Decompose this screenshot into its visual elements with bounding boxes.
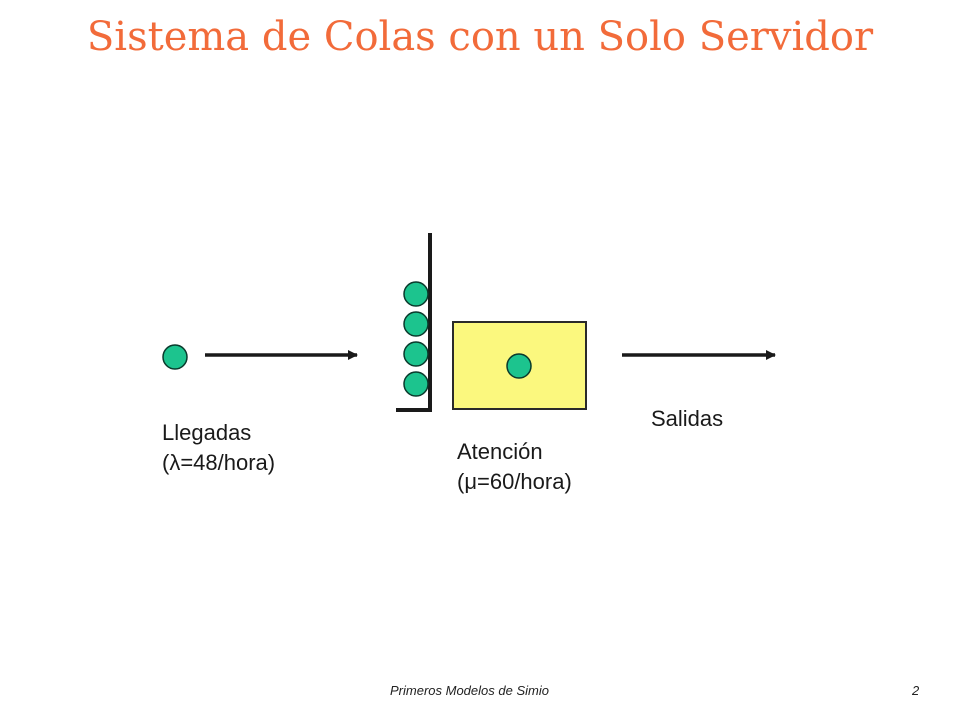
arrivals-rate: (λ=48/hora) — [162, 450, 276, 475]
queued-entity — [403, 371, 429, 397]
arrivals-label: Llegadas (λ=48/hora) — [162, 418, 275, 478]
arriving-entity — [162, 344, 188, 370]
queue-wall — [396, 233, 432, 412]
service-title: Atención — [457, 439, 543, 464]
footer-text: Primeros Modelos de Simio — [390, 683, 549, 698]
page-number: 2 — [912, 683, 920, 698]
arrivals-title: Llegadas — [162, 420, 252, 445]
entity-in-service — [506, 353, 532, 379]
queue-entities — [403, 281, 429, 397]
service-label: Atención (μ=60/hora) — [457, 437, 572, 497]
queued-entity — [403, 341, 429, 367]
service-rate: (μ=60/hora) — [457, 469, 572, 494]
exits-label: Salidas — [651, 404, 723, 434]
queued-entity — [403, 311, 429, 337]
exits-title: Salidas — [651, 406, 724, 431]
queued-entity — [403, 281, 429, 307]
slide-title: Sistema de Colas con un Solo Servidor — [86, 14, 874, 60]
